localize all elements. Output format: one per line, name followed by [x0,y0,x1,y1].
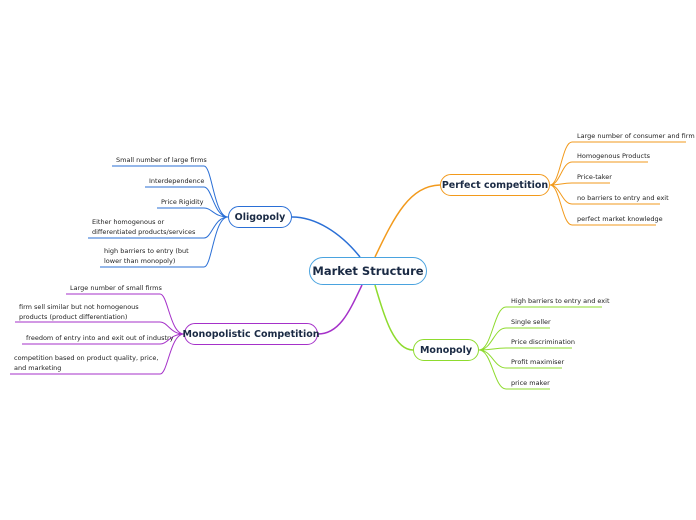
connector-perfect-fan [549,141,573,226]
subtopic-monopoly-5[interactable]: price maker [511,379,550,387]
subtopic-oligopoly-3[interactable]: Price Rigidity [161,198,204,206]
connector-oligopoly [291,216,361,258]
connector-monopoly-fan [478,306,507,390]
subtopic-oligopoly-2[interactable]: Interdependence [149,177,205,185]
subtopic-monopoly-1[interactable]: High barriers to entry and exit [511,297,610,305]
subtopic-monopolistic-2[interactable]: firm sell similar but not homogenous pro… [19,303,139,321]
subtopic-monopolistic-1[interactable]: Large number of small firms [70,284,162,292]
topic-label: Perfect competition [441,179,549,191]
subtopic-monopolistic-4[interactable]: competition based on product quality, pr… [14,354,159,372]
subtopic-monopoly-3[interactable]: Price discrimination [511,338,575,346]
subtopic-perfect-2[interactable]: Homogenous Products [577,152,651,160]
subtopic-perfect-3[interactable]: Price-taker [577,173,612,181]
central-topic-label: Market Structure [312,264,424,278]
connector-monopolistic [317,284,363,335]
topic-node-monopoly[interactable]: Monopoly [413,339,479,361]
subtopic-perfect-1[interactable]: Large number of consumer and firm [577,132,695,140]
subtopic-perfect-4[interactable]: no barriers to entry and exit [577,194,669,202]
central-topic-node[interactable]: Market Structure [309,257,427,285]
subtopic-oligopoly-4[interactable]: Either homogenous or differentiated prod… [92,218,196,236]
connector-perfect [374,184,441,258]
subtopic-monopoly-4[interactable]: Profit maximiser [511,358,565,366]
subtopic-oligopoly-5[interactable]: high barriers to entry (but lower than m… [104,247,189,265]
subtopic-monopolistic-3[interactable]: freedom of entry into and exit out of in… [26,334,174,342]
topic-label: Monopoly [419,344,473,356]
subtopic-oligopoly-1[interactable]: Small number of large firms [116,156,207,164]
connector-oligopoly-fan [203,165,229,268]
connector-monopoly [374,284,414,351]
connector-monopolistic-fan [159,293,185,375]
topic-node-perfect-competition[interactable]: Perfect competition [440,174,550,196]
topic-label: Monopolistic Competition [182,328,320,340]
subtopic-perfect-5[interactable]: perfect market knowledge [577,215,663,223]
topic-label: Oligopoly [234,211,286,223]
topic-node-monopolistic-competition[interactable]: Monopolistic Competition [182,323,320,345]
subtopic-monopoly-2[interactable]: Single seller [511,318,551,326]
topic-node-oligopoly[interactable]: Oligopoly [228,206,292,228]
